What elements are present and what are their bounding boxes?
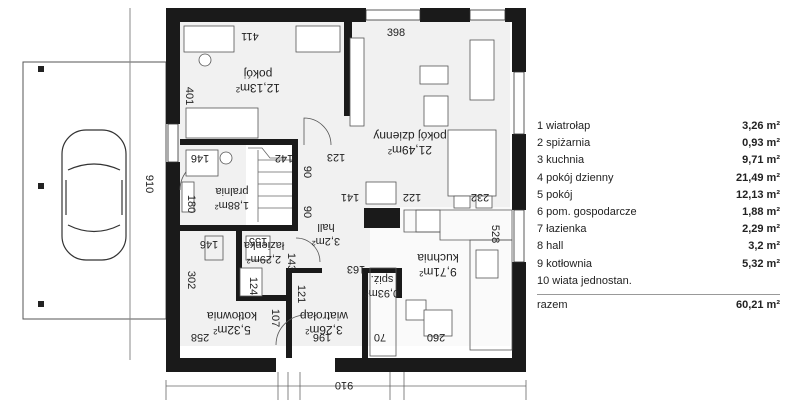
dim-258: 258	[191, 331, 209, 343]
dim-398: 398	[387, 27, 405, 39]
dim-146-a: 146	[191, 152, 209, 164]
legend-item-value: 21,49 m²	[735, 171, 780, 184]
dim-910-vertical: 910	[143, 175, 155, 193]
dim-910-horizontal: 910	[335, 379, 353, 391]
legend-item: 3 kuchnia 9,71 m²	[537, 152, 780, 169]
legend-item: 6 pom. gospodarcze 1,88 m²	[537, 204, 780, 221]
legend-item-value: 3,2 m²	[748, 240, 780, 253]
dim-302: 302	[185, 271, 197, 289]
legend-item-label: 2 spiżarnia	[537, 137, 591, 150]
furniture	[181, 25, 499, 337]
area-legend: 1 wiatrołap 3,26 m² 2 spiżarnia 0,93 m² 3 ku…	[537, 118, 780, 314]
dim-90-a: 90	[301, 166, 313, 178]
kitchen-counters	[369, 209, 513, 357]
room-area-lazienka: 2,29m²	[247, 253, 282, 265]
legend-item-value: 0,93 m²	[742, 137, 780, 150]
room-area-pralnia: 1,88m²	[215, 199, 250, 211]
room-area-kotlownia: 5,32m²	[213, 323, 250, 337]
fireplace	[364, 181, 400, 228]
legend-item-label: 5 pokój	[537, 188, 573, 201]
dimension-labels: 411 398 401 146 142 123 90 141 122 232 1…	[183, 27, 501, 343]
room-name-spiz: spiż.	[371, 273, 394, 285]
room-name-pokoj-dzienny: pokój dzienny	[373, 129, 446, 143]
dim-180: 180	[185, 195, 197, 213]
legend-item-label: 1 wiatrołap	[537, 120, 591, 132]
room-name-kotlownia: kotłownia	[207, 309, 257, 323]
legend-item-label: 9 kotłownia	[537, 257, 593, 270]
legend-item: 1 wiatrołap 3,26 m²	[537, 118, 780, 135]
legend-item: 4 pokój dzienny 21,49 m²	[537, 170, 780, 187]
dim-107: 107	[269, 309, 281, 327]
legend-item-label: 7 łazienka	[537, 223, 587, 236]
room-name-lazienka: łazienka	[243, 239, 284, 251]
room-area-pokoj-dzienny: 21,49m²	[388, 143, 432, 157]
room-area-pokoj: 12,13m²	[236, 81, 280, 95]
legend-rows: 1 wiatrołap 3,26 m² 2 spiżarnia 0,93 m² 3 ku…	[537, 118, 780, 290]
room-name-kuchnia: kuchnia	[417, 251, 459, 265]
legend-item-value: 12,13 m²	[735, 188, 780, 201]
room-name-pokoj: pokój	[244, 67, 273, 81]
car-icon	[61, 129, 127, 261]
legend-item-value: 1,88 m²	[742, 205, 780, 218]
room-area-kuchnia: 9,71m²	[419, 265, 456, 279]
dim-70: 70	[374, 331, 386, 343]
carport-posts	[38, 66, 44, 307]
dim-163: 163	[347, 263, 365, 275]
legend-item: 2 spiżarnia 0,93 m²	[537, 135, 780, 152]
legend-total: razem 60,21 m²	[537, 297, 780, 314]
interior-walls	[180, 22, 402, 358]
room-name-wiatrolap: wiatrołap	[300, 309, 349, 323]
dim-90-b: 90	[301, 206, 313, 218]
legend-total-value: 60,21 m²	[735, 298, 780, 311]
dim-124: 124	[247, 277, 259, 295]
dimension-line-bottom	[165, 372, 527, 400]
dim-143: 143	[285, 253, 297, 271]
legend-item: 7 łazienka 2,29 m²	[537, 221, 780, 238]
outer-walls	[166, 8, 526, 372]
dim-122: 122	[403, 191, 421, 203]
dim-196: 196	[313, 331, 331, 343]
legend-item-label: 3 kuchnia	[537, 154, 585, 167]
legend-item-label: 8 hall	[537, 240, 564, 253]
dim-121: 121	[295, 285, 307, 303]
legend-item-label: 6 pom. gospodarcze	[537, 205, 637, 218]
legend-item-value: 9,71 m²	[742, 154, 780, 167]
windows	[167, 9, 525, 263]
legend-item: 8 hall 3,2 m²	[537, 238, 780, 255]
dim-528: 528	[489, 225, 501, 243]
room-area-hall: 3,2m²	[312, 235, 340, 247]
dim-155: 155	[249, 235, 267, 247]
dim-123: 123	[327, 151, 345, 163]
legend-item: 9 kotłownia 5,32 m²	[537, 256, 780, 273]
dim-232: 232	[471, 191, 489, 203]
legend-item-value: 2,29 m²	[742, 223, 780, 236]
legend-item: 10 wiata jednostan.	[537, 273, 780, 290]
legend-item-value: 3,26 m²	[742, 120, 780, 132]
dim-141: 141	[341, 191, 359, 203]
room-area-wiatrolap: 3,26m²	[305, 323, 342, 337]
room-name-pralnia: pralnia	[215, 185, 249, 197]
dim-401: 401	[183, 87, 195, 105]
room-labels: pokój 12,13m² pokój dzienny 21,49m² pral…	[207, 67, 459, 337]
dim-411: 411	[241, 30, 259, 42]
room-name-hall: hall	[317, 221, 334, 233]
legend-item: 5 pokój 12,13 m²	[537, 187, 780, 204]
legend-total-label: razem	[537, 298, 568, 311]
radiators	[204, 235, 224, 261]
legend-item-label: 4 pokój dzienny	[537, 171, 614, 184]
room-area-spiz: 0,93m²	[365, 287, 400, 299]
stairs	[248, 147, 292, 222]
dim-142: 142	[275, 152, 293, 164]
legend-item-value: 5,32 m²	[742, 257, 780, 270]
legend-item-label: 10 wiata jednostan.	[537, 274, 632, 287]
legend-divider	[537, 293, 780, 295]
dim-260: 260	[427, 331, 445, 343]
dim-146-b: 146	[200, 238, 218, 250]
